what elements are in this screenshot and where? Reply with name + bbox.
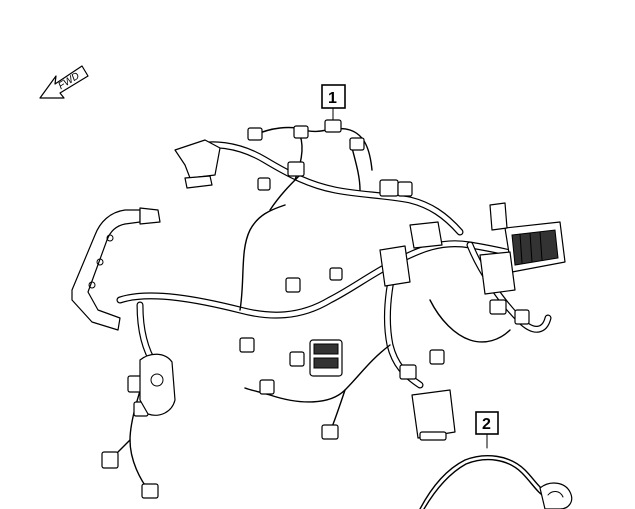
- intermediate-connectors: [379, 221, 456, 441]
- harness-connectors: [101, 119, 530, 499]
- callout-1: 1: [321, 84, 346, 126]
- upper-harness-retainer: [174, 139, 221, 189]
- jumper-wiring-harness: [419, 455, 573, 509]
- battery-connector: [139, 353, 176, 416]
- power-distribution-center: [479, 202, 566, 295]
- harness-support-bracket: [71, 207, 161, 331]
- callout-1-number: 1: [328, 90, 337, 107]
- engine-controller-connector: [309, 339, 343, 377]
- callout-2: 2: [475, 411, 499, 449]
- callout-2-number: 2: [482, 416, 491, 433]
- forward-direction-arrow: FWD: [39, 65, 89, 99]
